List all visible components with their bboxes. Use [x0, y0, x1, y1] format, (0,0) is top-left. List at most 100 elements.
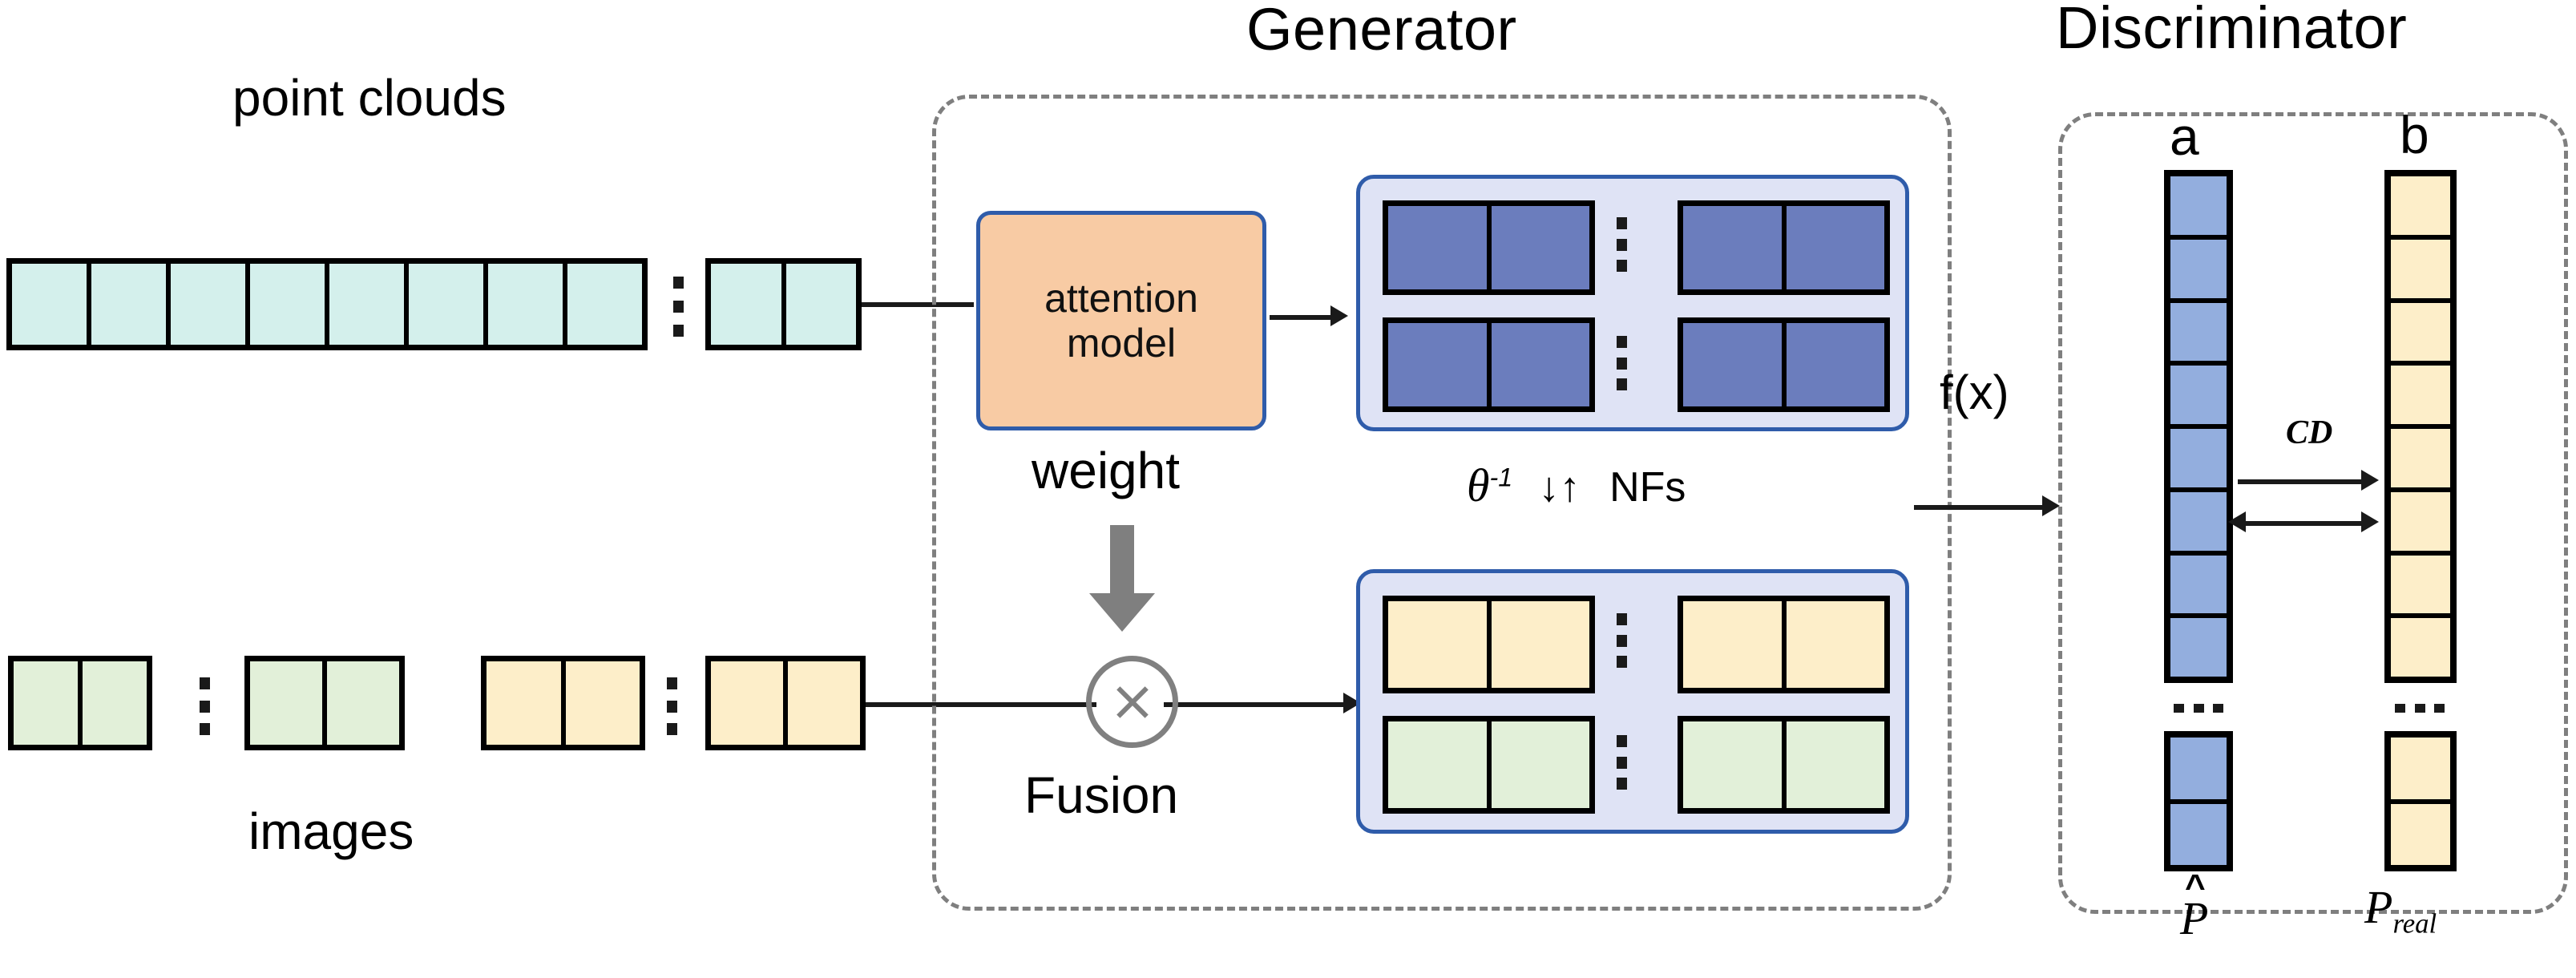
pointcloud-to-attention-line — [862, 302, 974, 307]
cell — [250, 661, 327, 745]
point-clouds-strip-right — [705, 258, 862, 350]
cd-label: CD — [2286, 414, 2333, 451]
images-green-strip-right — [244, 656, 405, 750]
cell — [2170, 176, 2227, 240]
images-to-fusion-line — [866, 702, 1096, 707]
p-real-subscript: real — [2392, 907, 2437, 940]
cell — [327, 661, 399, 745]
cell — [2391, 555, 2450, 619]
cell — [488, 264, 567, 345]
cell — [567, 264, 642, 345]
column-b-bottom-strip — [2384, 731, 2457, 871]
generator-boundary — [932, 95, 1952, 911]
nf-top-row2-ellipsis-icon — [1617, 336, 1627, 390]
cell — [565, 661, 640, 745]
cd-forward-arrowhead-icon — [2361, 470, 2379, 491]
images-yellow-strip-right — [705, 656, 866, 750]
attention-to-topnf-arrowhead-icon — [1330, 305, 1348, 326]
nf-theta-exponent: -1 — [1489, 463, 1513, 492]
cell — [1491, 206, 1589, 289]
column-a-label: a — [2170, 107, 2199, 166]
cell — [1786, 206, 1884, 289]
cell — [2391, 429, 2450, 492]
cell — [2391, 803, 2450, 865]
nf-bottom-row1-left — [1383, 596, 1595, 693]
cell — [83, 661, 147, 745]
cell — [2170, 491, 2227, 556]
nf-theta-symbol: θ — [1467, 459, 1490, 511]
nf-name-label: NFs — [1609, 464, 1686, 511]
fusion-label: Fusion — [1024, 766, 1179, 824]
nf-bottom-row2-right — [1678, 716, 1890, 814]
nf-top-row1-ellipsis-icon — [1617, 217, 1627, 272]
cell — [2170, 803, 2227, 865]
cell — [1786, 323, 1884, 406]
cell — [91, 264, 171, 345]
cell — [2170, 738, 2227, 804]
nf-top-row1-right — [1678, 200, 1890, 295]
fusion-to-bottomnf-line — [1164, 702, 1348, 707]
cell — [2391, 738, 2450, 804]
cell — [1388, 206, 1492, 289]
cell — [1786, 721, 1884, 808]
cell — [1683, 206, 1787, 289]
nf-block-bottom — [1356, 569, 1909, 834]
discriminator-boundary — [2058, 112, 2568, 914]
cell — [788, 661, 860, 745]
generator-title: Generator — [1246, 0, 1517, 63]
fx-label: f(x) — [1940, 366, 2009, 419]
images-green-strip-left — [8, 656, 152, 750]
nf-bottom-row2-left — [1383, 716, 1595, 814]
cell — [487, 661, 566, 745]
weight-label: weight — [1032, 442, 1180, 499]
attention-model-line1: attention — [1044, 276, 1198, 321]
nf-bottom-row1-right — [1678, 596, 1890, 693]
images-yellow-ellipsis-icon — [667, 677, 677, 735]
column-a-top-strip — [2164, 170, 2233, 683]
cell — [2391, 366, 2450, 429]
weight-arrow-icon — [1086, 525, 1158, 633]
cd-bidirectional-right-arrowhead-icon — [2361, 511, 2379, 532]
p-hat-caret-icon: ^ — [2185, 867, 2206, 907]
cell — [1491, 721, 1589, 808]
cell — [1683, 721, 1787, 808]
images-green-ellipsis-icon — [200, 677, 210, 735]
generator-to-discriminator-line — [1914, 505, 2050, 510]
cell — [2391, 239, 2450, 303]
cell — [1786, 601, 1884, 688]
cell — [2391, 491, 2450, 556]
attention-to-topnf-line — [1270, 315, 1334, 320]
cell — [1388, 601, 1492, 688]
nf-caption: θ-1 ↓↑ NFs — [1467, 459, 1686, 512]
cell — [1683, 601, 1787, 688]
cell — [2391, 618, 2450, 677]
p-hat-label: P — [2180, 892, 2209, 944]
point-clouds-strip-left — [6, 258, 648, 350]
cell — [2391, 176, 2450, 240]
images-yellow-strip-left — [481, 656, 645, 750]
attention-model-box[interactable]: attention model — [976, 211, 1266, 430]
nf-top-row2-left — [1383, 317, 1595, 412]
column-b-label: b — [2400, 105, 2429, 164]
generator-to-discriminator-arrowhead-icon — [2042, 495, 2060, 516]
cell — [1491, 601, 1589, 688]
cell — [2170, 366, 2227, 429]
cd-forward-line — [2238, 479, 2366, 484]
cell — [409, 264, 488, 345]
attention-model-line2: model — [1066, 321, 1177, 366]
point-clouds-label: point clouds — [232, 69, 507, 127]
nf-bottom-row2-ellipsis-icon — [1617, 735, 1627, 790]
cell — [2170, 429, 2227, 492]
cd-bidirectional-line — [2244, 521, 2364, 526]
images-label: images — [248, 802, 414, 860]
cell — [1491, 323, 1589, 406]
cd-bidirectional-left-arrowhead-icon — [2228, 511, 2246, 532]
column-b-ellipsis-icon — [2395, 703, 2445, 713]
cell — [1388, 323, 1492, 406]
cell — [2170, 302, 2227, 366]
p-real-label: Preal — [2364, 880, 2437, 940]
column-b-top-strip — [2384, 170, 2457, 683]
cell — [2391, 302, 2450, 366]
cell — [171, 264, 250, 345]
